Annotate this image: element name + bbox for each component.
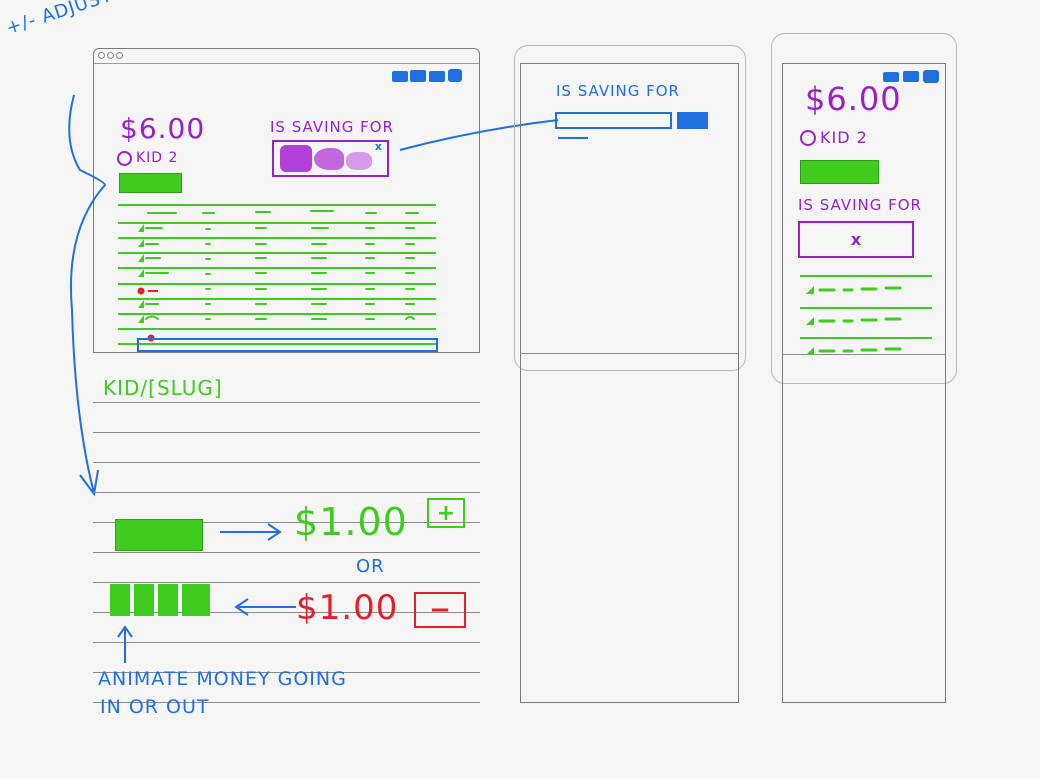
mobile-device	[771, 33, 957, 384]
table-row[interactable]	[118, 222, 436, 224]
radio-icon[interactable]	[117, 150, 132, 166]
table-row[interactable]	[118, 267, 436, 269]
desktop-kid-selector[interactable]: KID 2	[117, 150, 178, 166]
note-line	[93, 702, 480, 703]
mobile-nav-icons[interactable]	[883, 70, 941, 83]
radio-icon[interactable]	[800, 129, 816, 146]
arrow-up-icon	[117, 625, 133, 663]
mobile-saving-label: IS SAVING FOR	[798, 196, 922, 214]
note-line	[93, 582, 480, 583]
mobile-goal-card[interactable]: x	[798, 221, 914, 258]
list-item[interactable]	[800, 337, 932, 339]
note-line	[93, 672, 480, 673]
note-line	[93, 612, 480, 613]
table-row[interactable]	[118, 313, 436, 315]
minus-icon: −	[429, 595, 451, 625]
table-row[interactable]	[118, 328, 436, 330]
close-icon[interactable]: x	[850, 230, 862, 249]
remove-button[interactable]: −	[414, 592, 466, 628]
table-top-line	[118, 204, 436, 206]
tablet-saving-label: IS SAVING FOR	[556, 82, 680, 100]
money-stack-split	[110, 584, 212, 616]
desktop-nav-icons[interactable]	[392, 69, 466, 83]
goal-image-icon	[280, 145, 312, 172]
desktop-window	[93, 48, 480, 353]
desktop-goal-close[interactable]: x	[374, 140, 383, 153]
desktop-scroll-indicator[interactable]	[137, 338, 438, 352]
table-row[interactable]	[118, 343, 436, 345]
route-label: KID/[SLUG]	[103, 376, 223, 400]
note-line	[93, 492, 480, 493]
adjustment-annotation: +/- ADJUSTMENT	[3, 0, 168, 39]
table-row[interactable]	[118, 252, 436, 254]
table-row[interactable]	[118, 298, 436, 300]
tablet-fold-line	[520, 353, 739, 354]
note-line	[93, 402, 480, 403]
adjustment-curve-arrow	[68, 94, 107, 497]
mobile-kid-name: KID 2	[820, 128, 868, 147]
note-line	[93, 432, 480, 433]
desktop-saving-label: IS SAVING FOR	[270, 118, 394, 136]
money-stack-full	[115, 519, 203, 551]
mobile-kid-selector[interactable]: KID 2	[800, 128, 868, 147]
note-line	[93, 462, 480, 463]
connector-arrow-to-tablet	[399, 119, 559, 151]
mobile-fold-line	[782, 354, 946, 355]
desktop-adjust-button[interactable]	[119, 173, 182, 193]
add-button[interactable]: +	[427, 498, 465, 528]
plus-icon: +	[436, 500, 456, 526]
arrow-left-icon	[234, 598, 296, 616]
animate-note-line1: ANIMATE MONEY GOING	[98, 668, 347, 690]
list-item[interactable]	[800, 307, 932, 309]
desktop-balance: $6.00	[120, 112, 206, 145]
tablet-device	[514, 45, 746, 371]
table-row[interactable]	[118, 237, 436, 239]
mobile-list-line	[800, 275, 932, 277]
mobile-balance: $6.00	[805, 80, 902, 118]
note-line	[93, 552, 480, 553]
window-controls[interactable]	[98, 52, 125, 59]
desktop-goal-card[interactable]: x	[272, 140, 389, 177]
tablet-screen	[520, 63, 739, 703]
table-row[interactable]	[118, 283, 436, 285]
remove-amount: $1.00	[296, 588, 399, 628]
mobile-list-marks	[806, 286, 902, 355]
tablet-goal-button[interactable]	[677, 112, 708, 129]
mobile-screen	[782, 63, 946, 703]
add-amount: $1.00	[294, 500, 408, 544]
desktop-kid-name: KID 2	[136, 150, 179, 166]
mobile-adjust-button[interactable]	[800, 160, 879, 184]
table-cell-marks	[137, 210, 419, 342]
tablet-goal-input[interactable]	[555, 112, 672, 129]
tablet-underline	[558, 137, 588, 139]
window-titlebar	[94, 49, 479, 64]
note-line	[93, 522, 480, 523]
or-label: OR	[356, 556, 385, 577]
note-line	[93, 642, 480, 643]
animate-note-line2: IN OR OUT	[100, 696, 210, 718]
arrow-right-icon	[220, 523, 282, 541]
